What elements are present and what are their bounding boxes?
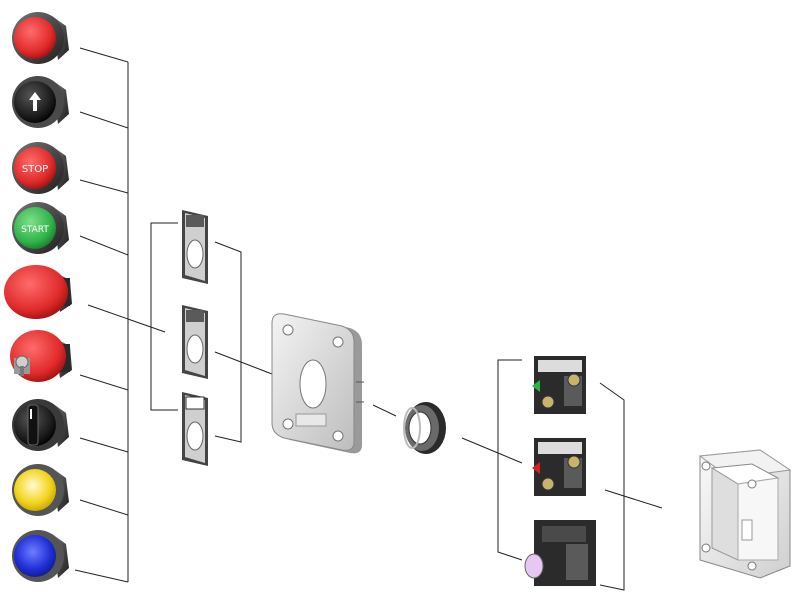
contact-block-no [532,356,586,414]
stop-label: STOP [22,164,48,175]
stop-pushbutton: STOP [12,142,69,194]
red-flush-pushbutton [12,12,69,64]
button-bracket-lines [74,47,166,583]
start-pushbutton: START [12,202,69,254]
key-icon [14,355,30,376]
light-block [524,520,596,586]
blue-pilot-light [12,530,69,582]
legend-plate-middle [182,305,208,379]
plate-bracket-lines [150,222,273,443]
emergency-mushroom-button [4,265,72,319]
locking-nut [403,402,446,454]
assembly-connector-lines [372,359,663,591]
selector-switch [12,399,69,451]
contact-block-nc [532,438,586,496]
mounting-plate [271,313,364,454]
key-release-mushroom-button [10,330,72,382]
enclosure-box [698,449,792,579]
legend-plate-bottom [182,392,208,466]
start-label: START [21,225,49,235]
arrow-up-icon [29,92,41,111]
legend-plate-top [182,210,208,284]
yellow-pilot-light [12,464,69,516]
black-arrow-pushbutton [12,76,69,128]
